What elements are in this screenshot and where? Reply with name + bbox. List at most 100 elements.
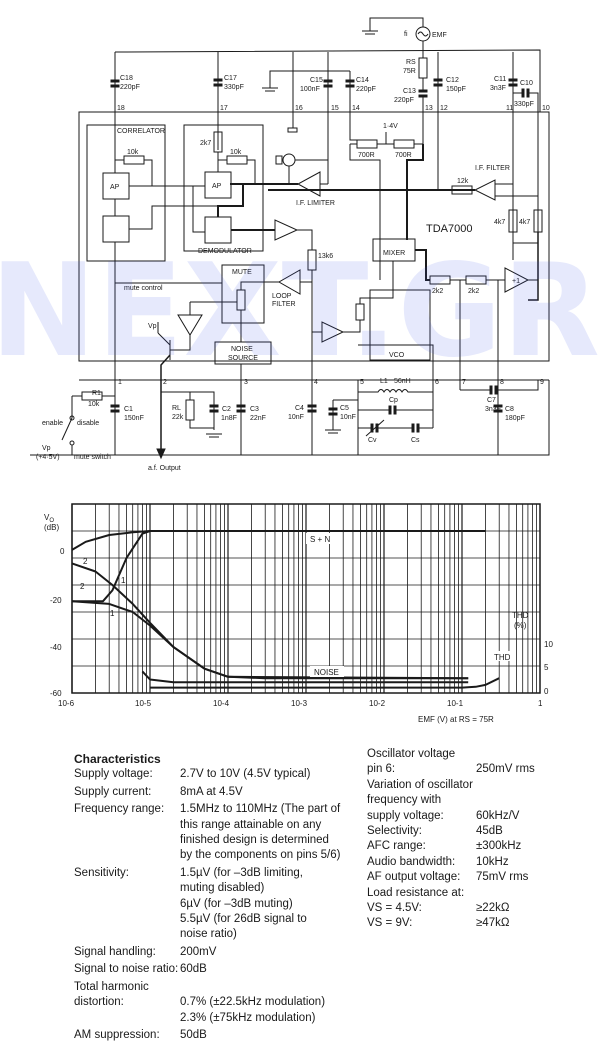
spec-value: 60dB xyxy=(180,963,207,976)
tda7000-schematic: C18 220pF C17 330pF C15 100nF C14 220pF … xyxy=(30,17,550,472)
spec-value: 0.7% (±22.5kHz modulation)2.3% (±75kHz m… xyxy=(180,996,326,1024)
c1-value: 150nF xyxy=(124,415,144,422)
ic-outline xyxy=(78,111,550,362)
x-tick-1e-2: 10-2 xyxy=(369,699,386,708)
spec-label: Load resistance at: xyxy=(367,886,465,899)
svg-text:11: 11 xyxy=(506,105,513,112)
c8-value: 180pF xyxy=(505,415,525,422)
spec-label: AFC range: xyxy=(367,840,426,853)
c5-value: 10nF xyxy=(340,414,356,421)
y2-tick-10: 10 xyxy=(544,640,553,649)
mute-control-label: mute control xyxy=(124,285,163,292)
x-axis-label: EMF (V) at RS = 75R xyxy=(418,715,494,724)
y2-axis-unit: (%) xyxy=(514,621,527,630)
correlator-block xyxy=(86,124,166,262)
noise-source-label-2: SOURCE xyxy=(228,355,258,362)
source-fi: fi xyxy=(404,31,408,38)
l1-name: L1 xyxy=(380,378,388,385)
r-10k-b: 10k xyxy=(230,149,242,156)
spec-label: Supply current: xyxy=(74,785,152,798)
x-tick-1e-3: 10-3 xyxy=(291,699,308,708)
r-700r-b: 700R xyxy=(395,152,412,159)
r-10k-a: 10k xyxy=(127,149,139,156)
curve-s-n-2- xyxy=(71,530,486,551)
r-13k6: 13k6 xyxy=(318,253,333,260)
spec-label: AF output voltage: xyxy=(367,871,461,884)
if-limiter-label: I.F. LIMITER xyxy=(296,200,335,207)
pin-numbers: 18 17 16 15 14 13 12 11 10 1 2 3 4 5 6 7… xyxy=(117,105,550,386)
c7-name: C7 xyxy=(487,397,496,404)
spec-row: Oscillator voltage xyxy=(367,747,597,762)
spec-value: 200mV xyxy=(180,945,217,958)
spec-value: 8mA at 4.5V xyxy=(180,785,243,798)
c18-name: C18 xyxy=(120,75,133,82)
c5-name: C5 xyxy=(340,405,349,412)
svg-text:1: 1 xyxy=(118,379,122,386)
spec-value: ≥22kΩ xyxy=(476,902,510,915)
y-axis-unit: (dB) xyxy=(44,523,59,532)
plot-frame xyxy=(71,503,541,694)
y2-tick-5: 5 xyxy=(544,663,549,672)
svg-text:13: 13 xyxy=(425,105,433,112)
l1-value: 56nH xyxy=(394,378,411,385)
vco-label: VCO xyxy=(389,352,405,359)
c13-name: C13 xyxy=(403,88,416,95)
noise-source-label-1: NOISE xyxy=(231,346,253,353)
svg-text:17: 17 xyxy=(220,105,228,112)
r-4k7-a: 4k7 xyxy=(494,219,505,226)
spec-value: 75mV rms xyxy=(476,871,529,884)
chart-grid xyxy=(71,503,540,694)
sn-annotation: S + N xyxy=(310,535,330,544)
curve-label-2a: 2 xyxy=(83,557,88,566)
mute-label: MUTE xyxy=(232,269,252,276)
spec-value xyxy=(476,793,597,808)
spec-label: Frequency range: xyxy=(74,803,165,816)
svg-text:16: 16 xyxy=(295,105,303,112)
svg-text:7: 7 xyxy=(462,379,466,386)
spec-row: Sensitivity:1.5µV (for –3dB limiting,mut… xyxy=(74,866,354,943)
thd-annotation: THD xyxy=(494,653,511,662)
spec-label: Sensitivity: xyxy=(74,866,129,879)
y-tick-0: 0 xyxy=(60,547,65,556)
c10-name: C10 xyxy=(520,80,533,87)
c15-value: 100nF xyxy=(300,86,320,93)
if-filter-label: I.F. FILTER xyxy=(475,165,510,172)
spec-row: Supply voltage:2.7V to 10V (4.5V typical… xyxy=(74,767,354,782)
curve-noise-1- xyxy=(71,600,469,680)
spec-label: Audio bandwidth: xyxy=(367,855,456,868)
spec-row: Signal handling:200mV xyxy=(74,945,354,960)
svg-text:9: 9 xyxy=(540,379,544,386)
rl-value: 22k xyxy=(172,414,184,421)
spec-label: supply voltage: xyxy=(367,809,444,822)
characteristics-heading: Characteristics xyxy=(74,752,161,766)
spec-value: 50dB xyxy=(180,1028,207,1041)
rs-name: RS xyxy=(406,59,416,66)
mixer-label: MIXER xyxy=(383,250,405,257)
svg-text:8: 8 xyxy=(500,379,504,386)
spec-label: AM suppression: xyxy=(74,1028,160,1041)
c4-value: 10nF xyxy=(288,414,304,421)
spec-row: Signal to noise ratio:60dB xyxy=(74,962,354,977)
spec-value: ≥47kΩ xyxy=(476,917,510,930)
spec-row: Selectivity:45dB xyxy=(367,824,597,839)
correlator-label: CORRELATOR xyxy=(117,128,165,135)
noise-annotation: NOISE xyxy=(314,668,339,677)
spec-label: Variation of oscillator xyxy=(367,778,473,791)
c12-value: 150pF xyxy=(446,86,466,93)
svg-text:15: 15 xyxy=(331,105,339,112)
demodulator-label: DEMODULATOR xyxy=(198,248,252,255)
mute-switch-label: mute switch xyxy=(74,454,111,461)
cp-label: Cp xyxy=(389,397,398,404)
curve-noise-2- xyxy=(71,562,469,680)
svg-text:2: 2 xyxy=(163,379,167,386)
svg-text:10: 10 xyxy=(542,105,550,112)
spec-label: Signal to noise ratio: xyxy=(74,963,179,976)
c17-value: 330pF xyxy=(224,84,244,91)
r-700r-a: 700R xyxy=(358,152,375,159)
spec-value: 10kHz xyxy=(476,855,509,868)
spec-value: 250mV rms xyxy=(476,763,535,776)
y-tick-minus60: -60 xyxy=(50,689,62,698)
